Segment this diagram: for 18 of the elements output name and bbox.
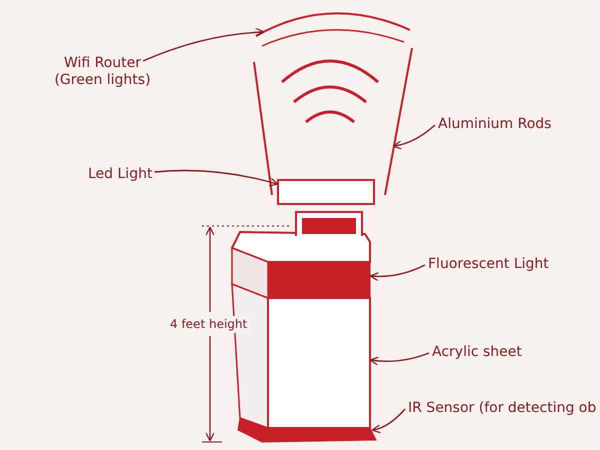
leader-line <box>142 28 264 62</box>
light-band <box>231 246 370 300</box>
leader-line <box>370 264 426 282</box>
leader-line <box>154 170 278 187</box>
callout-label: Fluorescent Light <box>428 256 593 273</box>
wifi-signal-drawing <box>256 12 410 124</box>
led-panel <box>277 179 375 205</box>
leader-line <box>372 408 406 434</box>
callout-label: IR Sensor (for detecting ob <box>408 400 600 417</box>
frame-rods-drawing <box>253 12 413 196</box>
callout-label: Aluminium Rods <box>438 116 588 133</box>
leader-line <box>392 124 436 150</box>
dimension-label: 4 feet height <box>168 316 250 333</box>
callout-label: Acrylic sheet <box>432 344 582 361</box>
leader-line <box>370 352 430 366</box>
callout-label: Led Light <box>88 166 178 183</box>
callout-label: Wifi Router (Green lights) <box>40 55 165 89</box>
sensor-base <box>237 417 377 442</box>
